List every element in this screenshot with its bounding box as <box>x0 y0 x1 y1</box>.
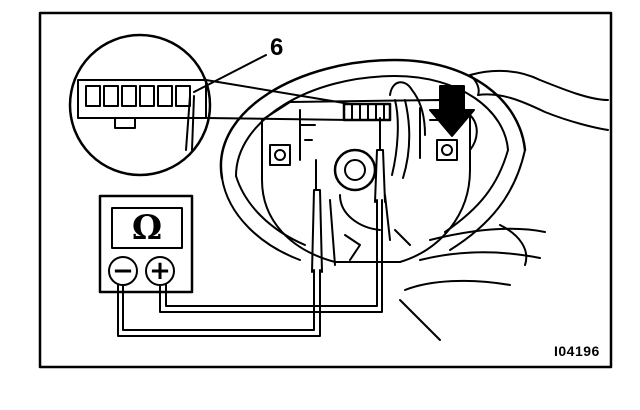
hand-right <box>469 69 609 151</box>
figure-frame <box>38 11 613 369</box>
callout-label: 6 <box>270 34 284 61</box>
steering-wheel-hub <box>261 99 471 266</box>
negative-terminal-icon: − <box>112 256 134 286</box>
steering-wheel-rim <box>219 58 527 261</box>
arrow-icon <box>429 85 475 137</box>
ohm-symbol: Ω <box>131 208 163 248</box>
figure-id: I04196 <box>554 343 600 359</box>
ohmmeter <box>98 194 194 294</box>
wheel-connector <box>342 81 426 136</box>
connector-inset <box>68 33 351 177</box>
hand-lower <box>399 224 546 341</box>
positive-terminal-icon: + <box>149 256 171 286</box>
test-leads <box>117 117 386 337</box>
